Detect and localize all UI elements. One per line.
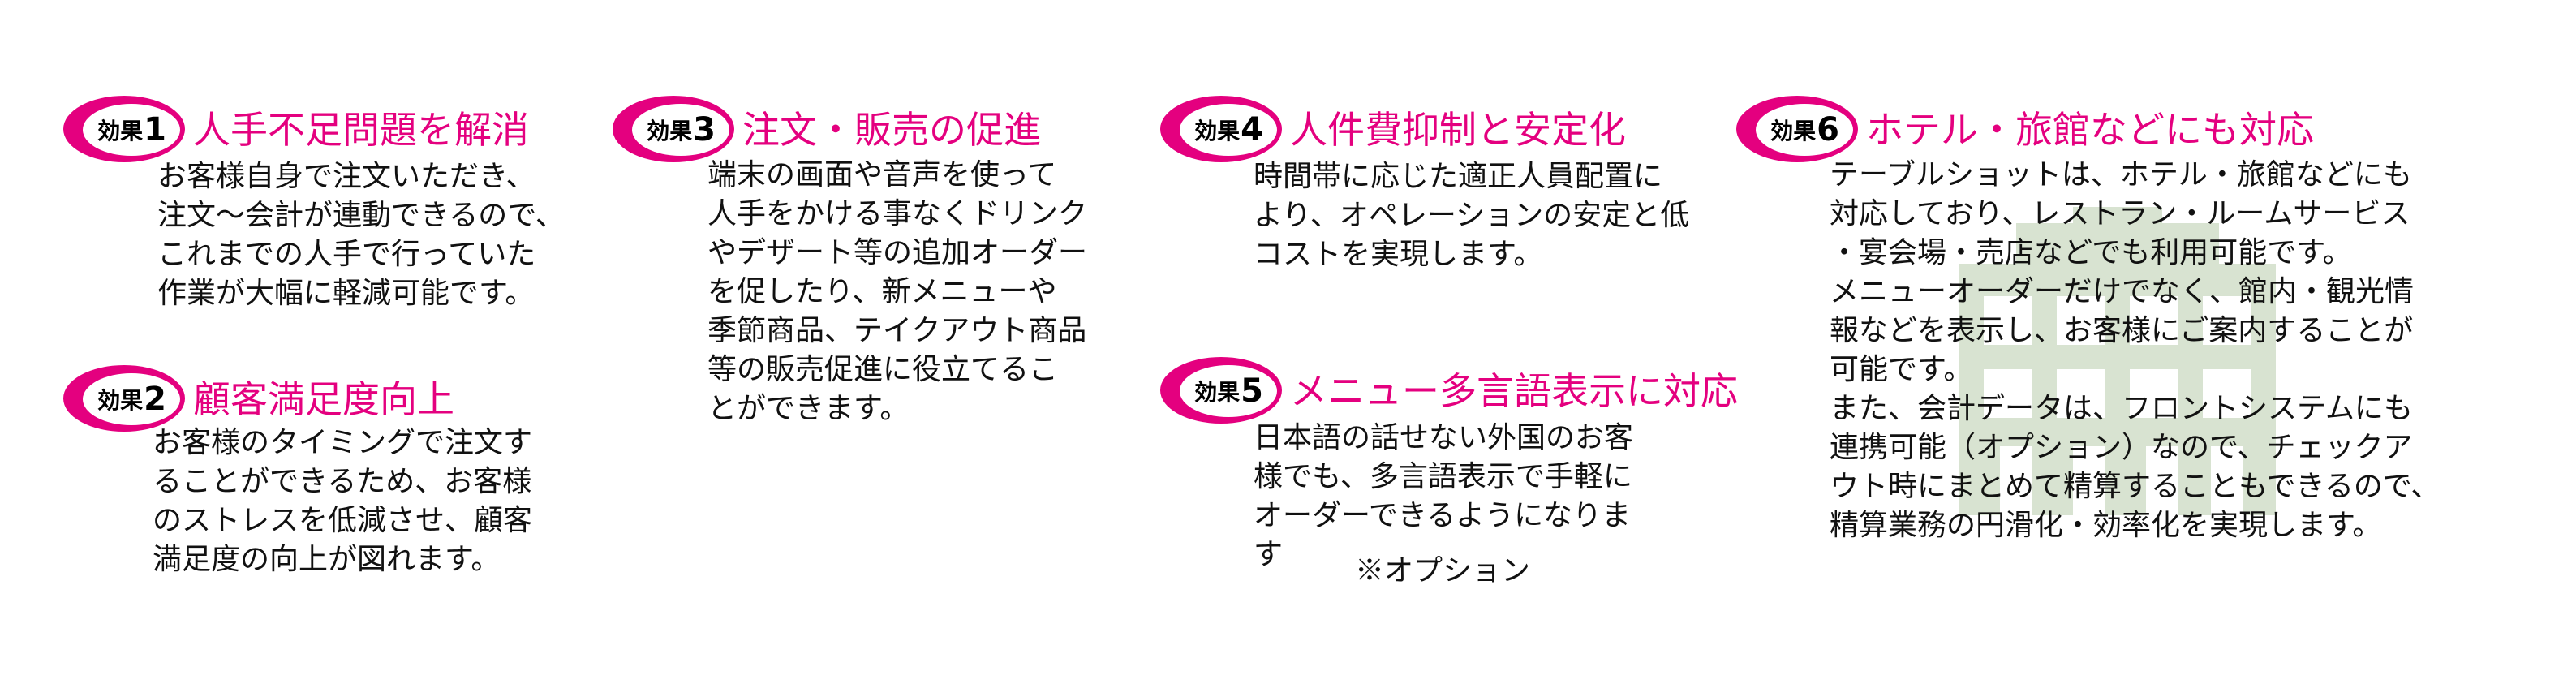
effect-title: 注文・販売の促進 [742,108,1041,152]
effect-title: 顧客満足度向上 [193,377,454,421]
effect-description: 時間帯に応じた適正人員配置に より、オペレーションの安定と低 コストを実現します… [1254,160,1690,271]
effect-description: お客様自身で注文いただき、 注文〜会計が連動できるので、 これまでの人手で行って… [157,160,565,310]
effect-badge [613,96,734,162]
effect-badge [63,96,185,162]
effect-description: 端末の画面や音声を使って 人手をかける事なくドリンク やデザート等の追加オーダー… [707,158,1088,425]
effect-description: 日本語の話せない外国のお客 様でも、多言語表示で手軽に オーダーできるようになり… [1254,421,1634,571]
effect-description: お客様のタイミングで注文す ることができるため、お客様 のストレスを低減させ、顧… [153,426,533,576]
effect-title: メニュー多言語表示に対応 [1290,369,1738,413]
effect-badge [1736,96,1858,162]
effect-title: 人件費抑制と安定化 [1290,108,1626,152]
effect-title: 人手不足問題を解消 [193,108,529,152]
effect-badge [63,365,185,432]
effect-badge [1160,357,1282,424]
effect-badge [1160,96,1282,162]
building-icon [1959,207,2276,515]
option-note: ※オプション [1355,554,1531,587]
effect-description: テーブルショットは、ホテル・旅館などにも 対応しており、レストラン・ルームサービ… [1830,158,2441,542]
effect-title: ホテル・旅館などにも対応 [1866,108,2314,152]
